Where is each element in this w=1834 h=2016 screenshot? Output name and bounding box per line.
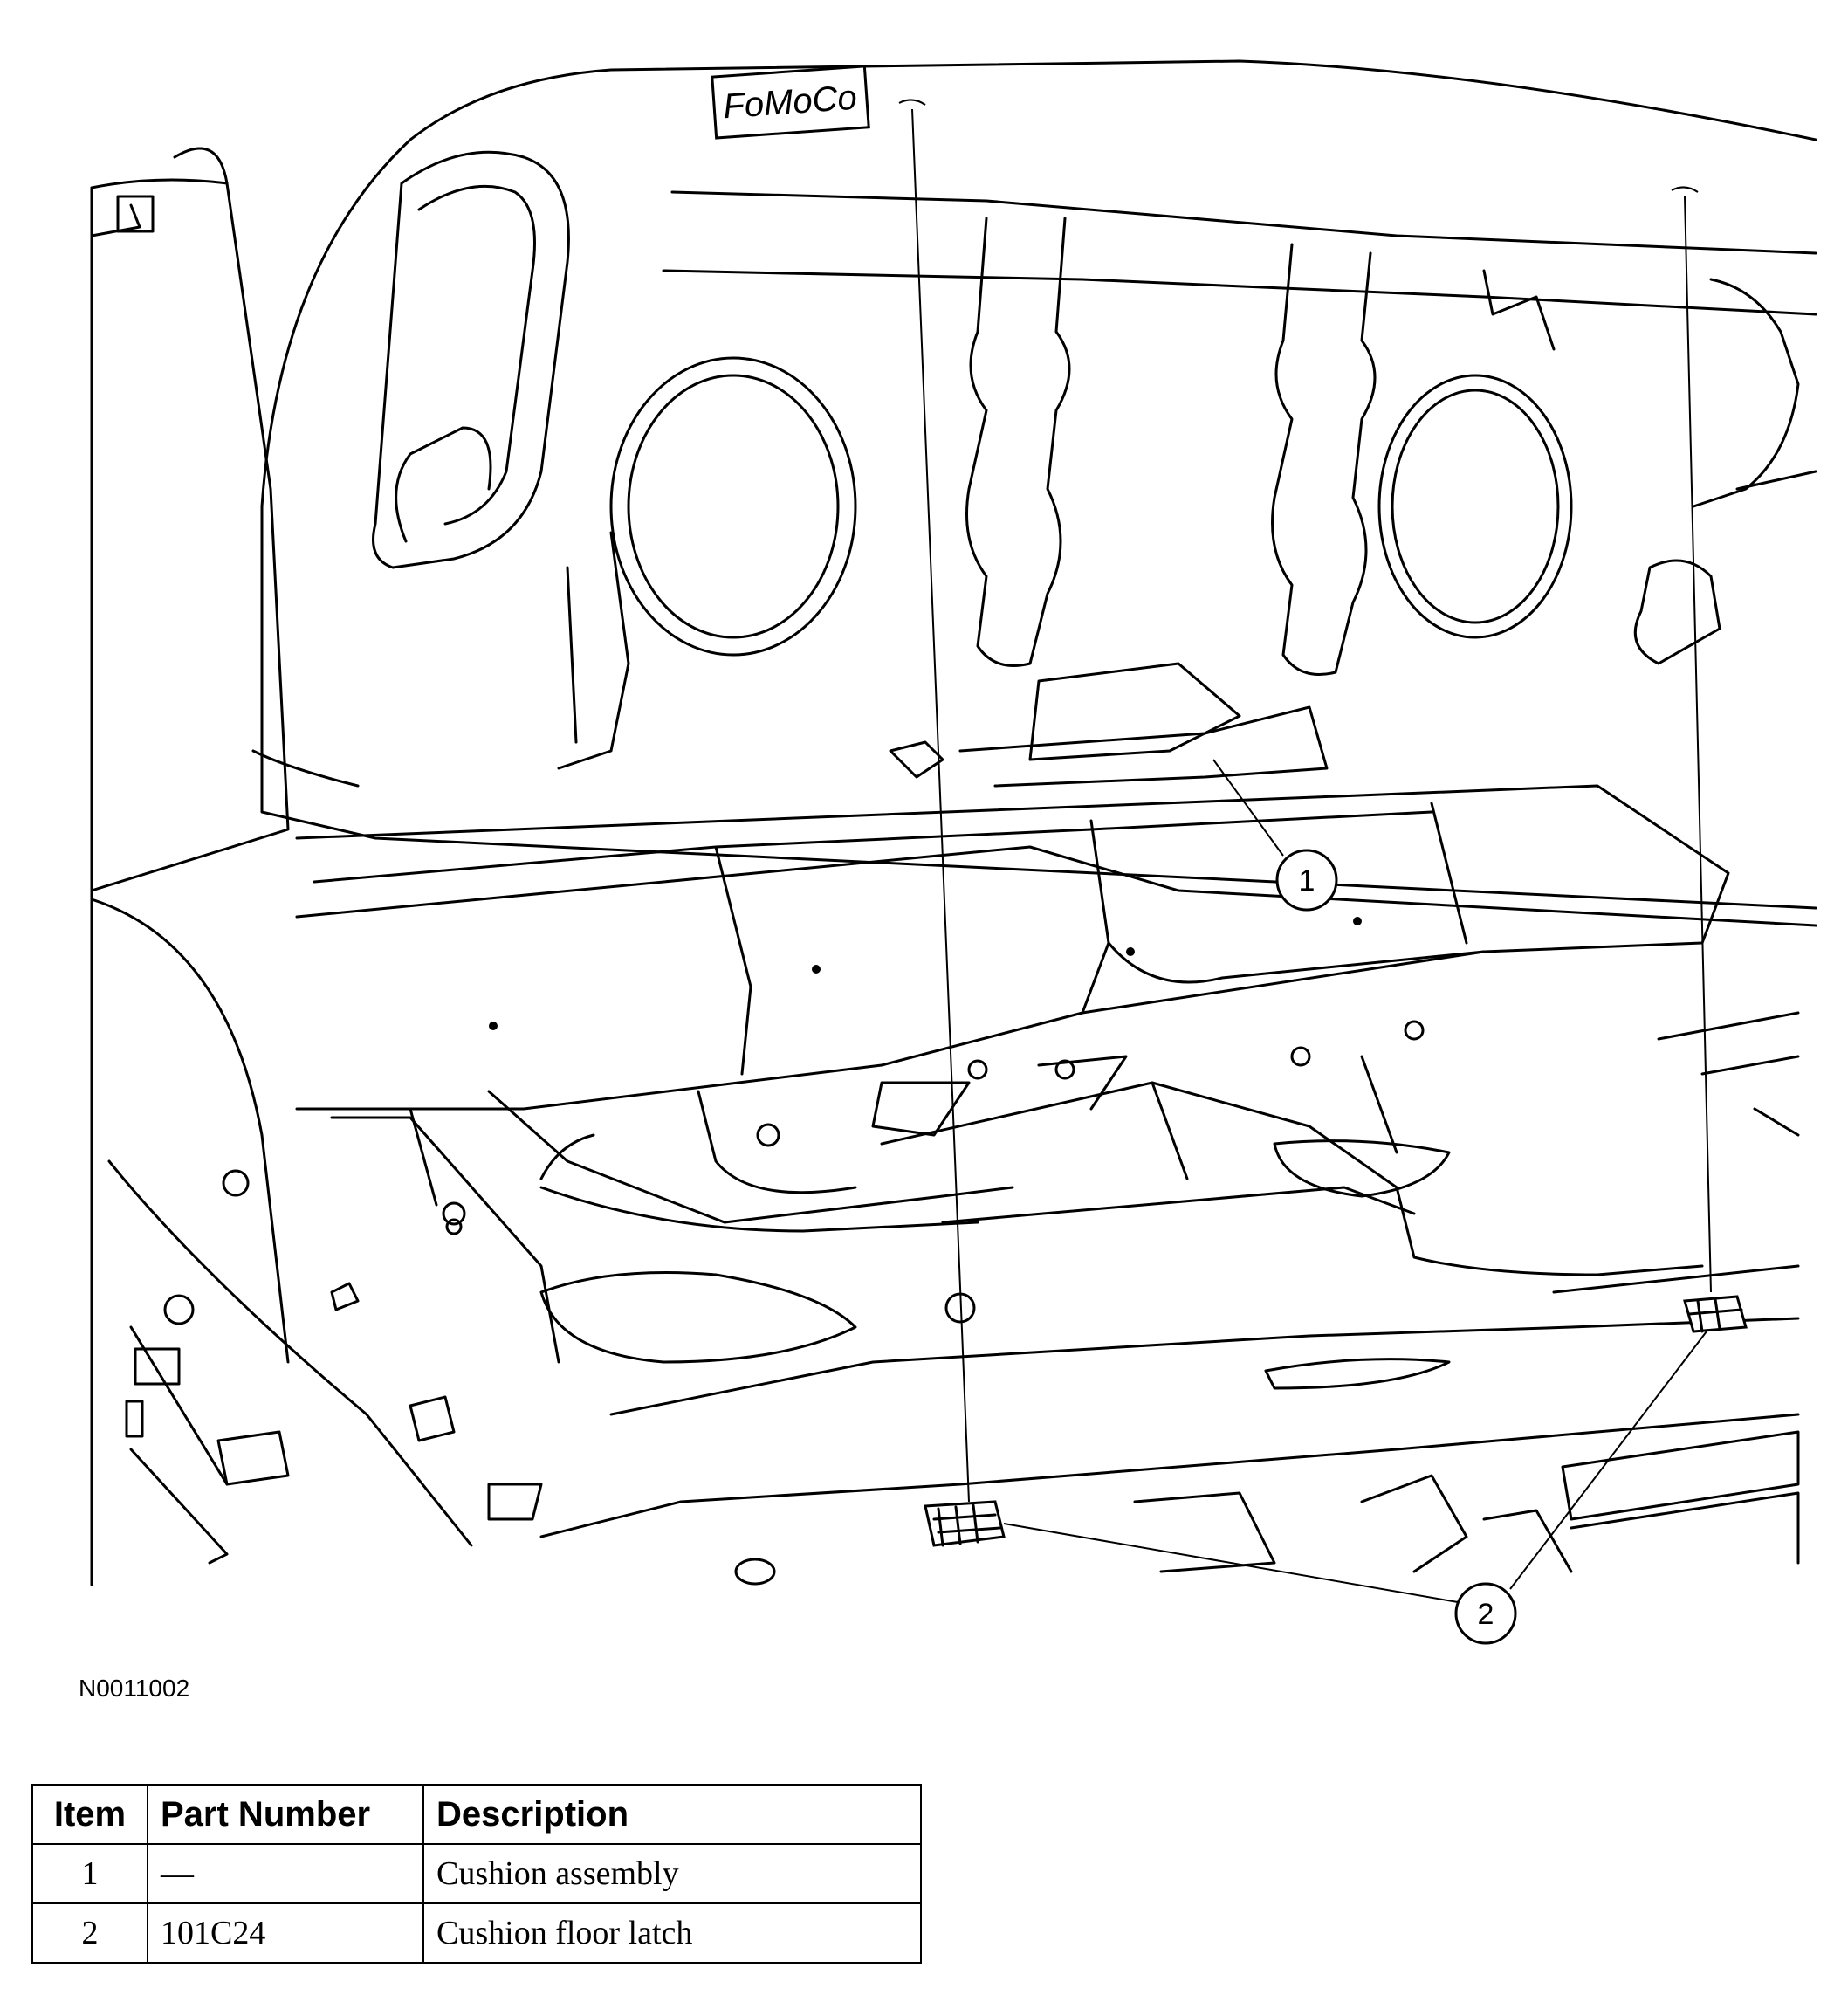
header-description: Description xyxy=(422,1784,922,1845)
row-item: 1 xyxy=(31,1843,148,1904)
floor-latch-front xyxy=(924,1500,1006,1547)
header-item: Item xyxy=(31,1784,148,1845)
seat-cushion-assembly xyxy=(295,784,1730,1111)
callout-2-label: 2 xyxy=(1478,1598,1494,1631)
floor-latch-rear xyxy=(1683,1295,1748,1333)
parts-table: Item Part Number Description 1 — Cushion… xyxy=(31,1784,922,1964)
header-part-number: Part Number xyxy=(147,1784,424,1845)
callout-1-label: 1 xyxy=(1299,864,1315,898)
table-row: 1 — Cushion assembly xyxy=(31,1843,922,1904)
row-description: Cushion assembly xyxy=(422,1843,922,1904)
callout-1: 1 xyxy=(1275,849,1338,912)
left-side-panel xyxy=(90,147,473,1586)
callout-leaders xyxy=(898,99,1712,1603)
table-header-row: Item Part Number Description xyxy=(31,1784,922,1845)
callout-2: 2 xyxy=(1454,1582,1517,1645)
row-part-number: 101C24 xyxy=(147,1902,424,1964)
table-row: 2 101C24 Cushion floor latch xyxy=(31,1902,922,1964)
fomoco-logo: FoMoCo xyxy=(711,65,870,140)
floor-pan xyxy=(163,1011,1800,1586)
seat-cushion-illustration: 1 2 FoMoCo xyxy=(90,59,1817,1645)
row-description: Cushion floor latch xyxy=(422,1902,922,1964)
row-part-number: — xyxy=(147,1843,424,1904)
seat-back xyxy=(251,59,1817,927)
row-item: 2 xyxy=(31,1902,148,1964)
fomoco-logo-text: FoMoCo xyxy=(722,79,858,127)
figure-id: N0011002 xyxy=(79,1675,190,1702)
